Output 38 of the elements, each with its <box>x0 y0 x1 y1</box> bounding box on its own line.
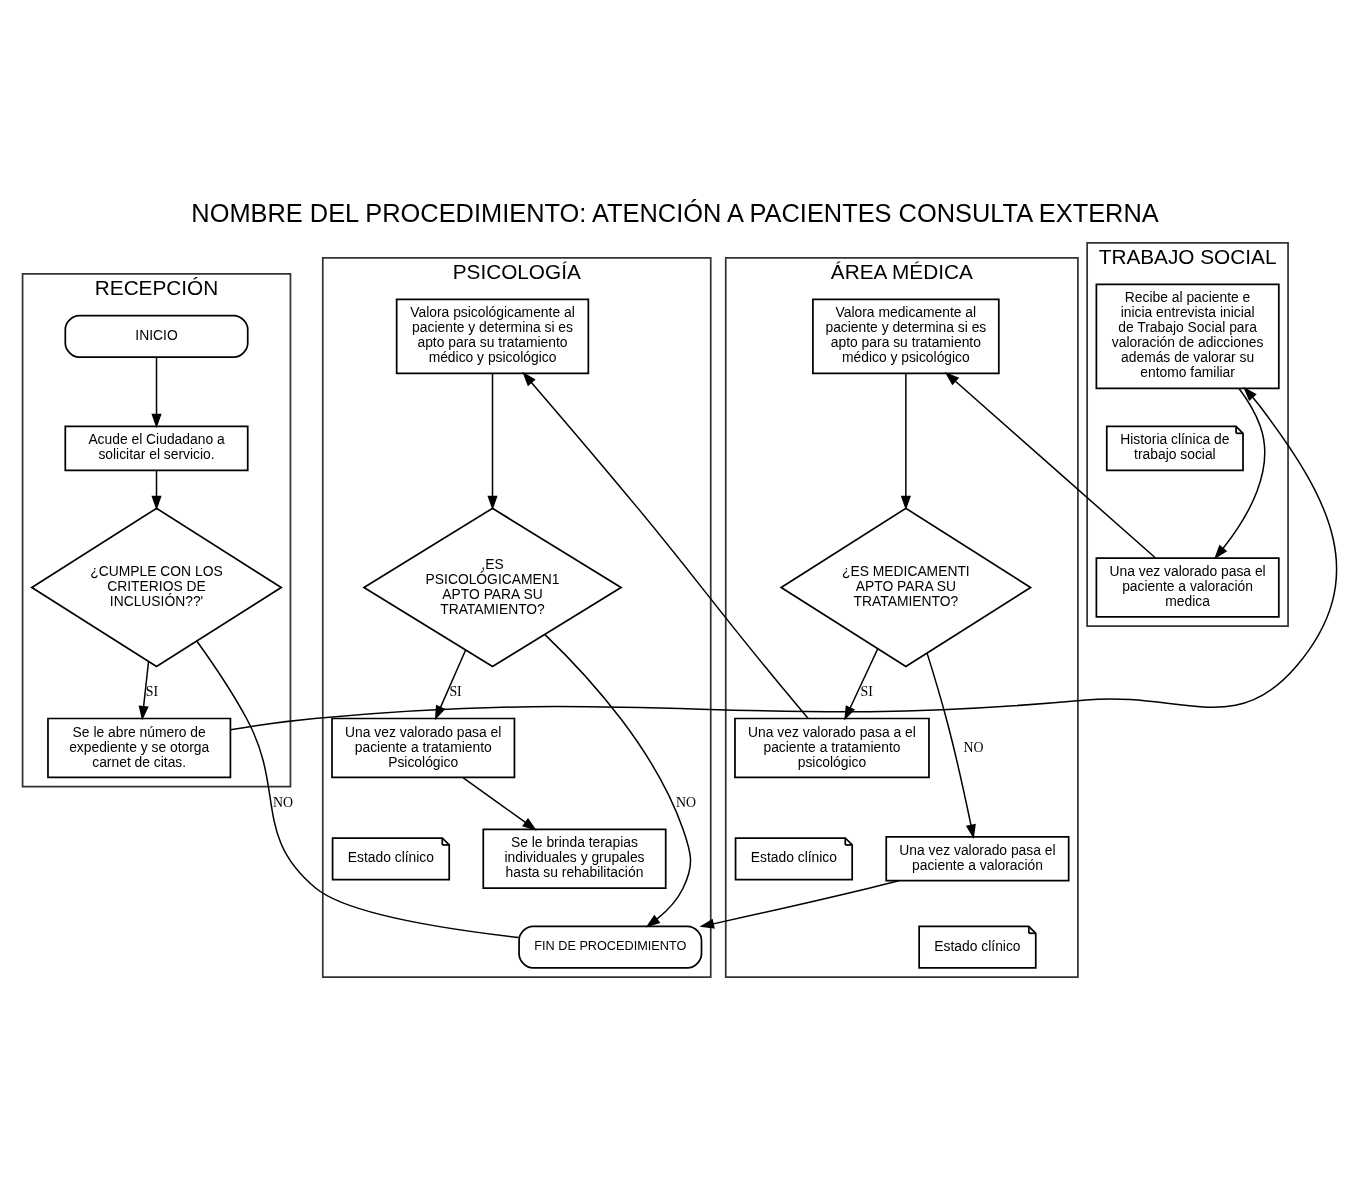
arrow <box>462 776 537 831</box>
node-box: Valora medicamente al paciente y determina si es apto para su tratamiento médico y psicológico <box>812 298 1000 374</box>
arrow <box>151 356 162 428</box>
arrow <box>944 371 1156 558</box>
node-box: Una vez valorado pasa el paciente a tratamiento Psicológico <box>331 717 516 778</box>
node-diamond: ¿CUMPLE CON LOS CRITERIOS DE INCLUSIÓN??' <box>30 506 283 668</box>
node-box: Se le abre número de expediente y se otorga carnet de citas. <box>47 717 232 778</box>
node-box: Valora psicológicamente al paciente y determina si es apto para su tratamiento médico y psicológico <box>395 298 590 374</box>
arrow <box>900 372 911 510</box>
edge-label: NO <box>272 794 293 810</box>
arrow <box>544 633 692 927</box>
arrow <box>229 386 1337 730</box>
node-box: Una vez valorado pasa el paciente a valoración <box>885 835 1070 882</box>
node-box: Una vez valorado pasa el paciente a valoración medica <box>1095 556 1280 618</box>
edge-label: NO <box>675 794 696 810</box>
node-diamond: ,ES PSICOLÓGICAMEN1 APTO PARA SU TRATAMIENTO? <box>362 506 623 668</box>
node-box: Se le brinda terapias individuales y grupales hasta su rehabilitación <box>482 828 667 889</box>
arrow <box>926 652 976 839</box>
diagram-title: NOMBRE DEL PROCEDIMIENTO: ATENCIÓN A PACIENTES CONSULTA EXTERNA <box>191 198 1159 227</box>
edge-label: SI <box>860 683 873 699</box>
node-box: INICIO <box>64 314 249 358</box>
connector <box>196 640 520 938</box>
node-diamond: ¿ES MEDICAMENTI APTO PARA SU TRATAMIENTO? <box>779 506 1033 668</box>
edge-label: SI <box>145 683 159 699</box>
arrow <box>487 372 498 510</box>
arrow <box>844 647 879 721</box>
arrow <box>1214 387 1266 559</box>
arrow <box>522 371 809 719</box>
node-box: Recibe al paciente e inicia entrevista inicial de Trabajo Social para valoración de adicciones además de valorar su entomo familiar <box>1095 283 1280 389</box>
arrow <box>434 648 467 720</box>
arrow <box>151 469 162 510</box>
node-box: FIN DE PROCEDIMIENTO <box>518 924 703 969</box>
node-box: Acude el Ciudadano a solicitar el servicio. <box>64 425 249 471</box>
edge-label: NO <box>963 739 984 755</box>
arrow <box>699 879 900 929</box>
edge-label: SI <box>449 683 462 699</box>
node-box: Una vez valorado pasa a el paciente a tratamiento psicológico <box>734 717 930 778</box>
arrow <box>138 660 150 720</box>
